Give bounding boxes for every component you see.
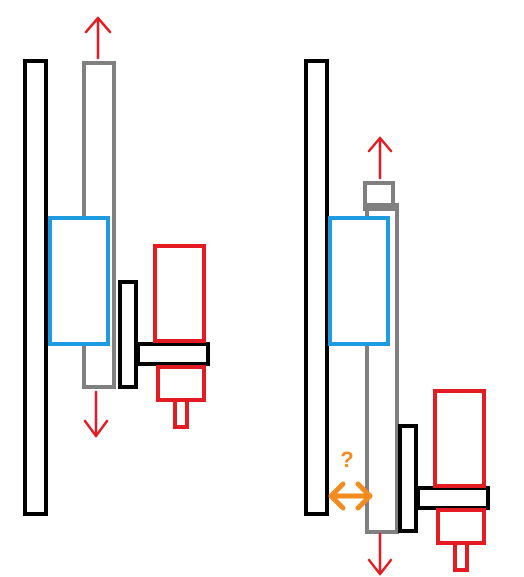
right-motor <box>433 389 486 572</box>
left-motor <box>153 244 206 429</box>
arrow-down-icon <box>367 532 393 576</box>
double-arrow-icon <box>328 481 373 511</box>
arrow-up-icon <box>84 16 112 60</box>
right-plate <box>398 424 418 533</box>
right-shaft <box>416 486 490 510</box>
left-motor-body <box>153 244 206 343</box>
arrow-up-icon <box>367 136 393 180</box>
right-diagram: ? <box>304 59 490 576</box>
left-diagram <box>23 16 210 516</box>
left-moving-block <box>48 216 110 346</box>
right-frame-post <box>304 59 329 516</box>
right-slide-cap <box>363 181 395 211</box>
left-shaft <box>136 342 210 366</box>
right-motor-stem <box>453 541 469 572</box>
right-motor-base <box>436 508 486 545</box>
right-moving-block <box>328 216 390 346</box>
arrow-down-icon <box>83 390 109 438</box>
question-mark-label: ? <box>340 447 353 472</box>
left-motor-base <box>156 365 206 402</box>
left-motor-stem <box>173 398 189 429</box>
right-slide-rail <box>365 203 399 534</box>
left-frame-post <box>23 59 48 516</box>
left-plate <box>118 280 138 389</box>
right-motor-body <box>433 389 486 488</box>
